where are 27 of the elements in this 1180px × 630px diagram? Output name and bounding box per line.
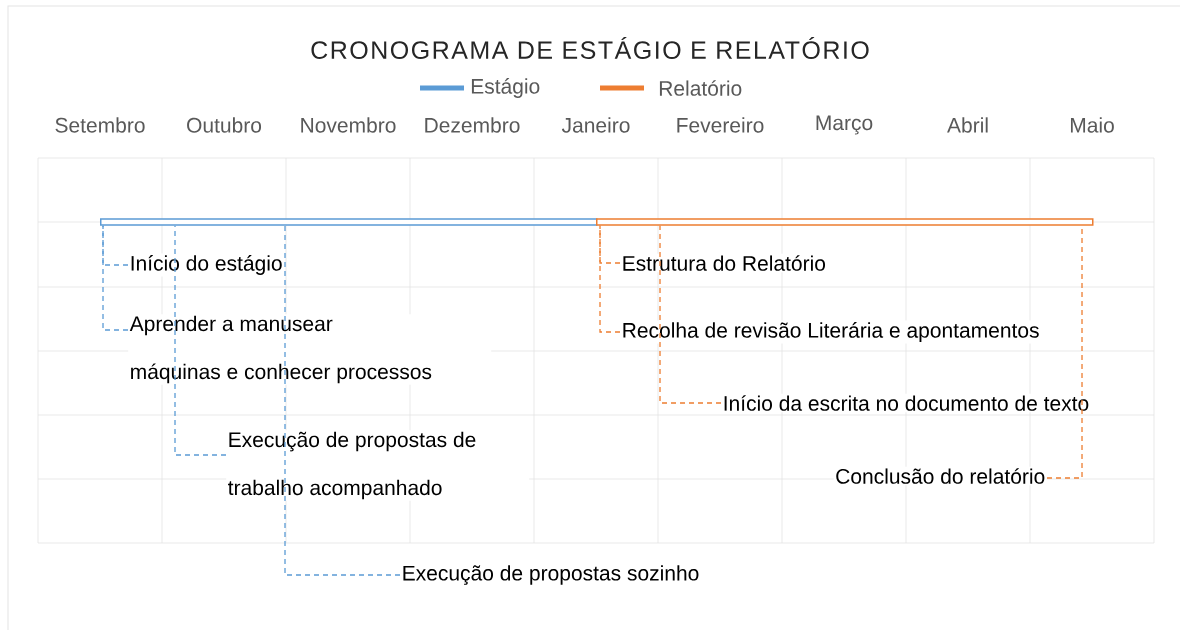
callout-text: Aprender a manusear máquinas e conhecer processos <box>128 314 492 385</box>
axis-label: Janeiro <box>561 117 630 133</box>
callout-text: Conclusão do relatório <box>833 466 1047 486</box>
axis-label: Março <box>816 115 873 135</box>
axis-label: Novembro <box>301 117 396 133</box>
axis-label: Outubro <box>187 117 262 133</box>
axis-label: Fevereiro <box>677 117 764 133</box>
callout-text: Execução de propostas sozinho <box>400 563 701 587</box>
callout-text: Início do estágio <box>128 253 285 277</box>
leader-line <box>102 225 129 331</box>
callout-text: Estrutura do Relatório <box>620 253 828 273</box>
axis-label: Abril <box>947 117 988 133</box>
timeline-bar <box>596 218 1094 226</box>
axis-label: Dezembro <box>425 117 520 133</box>
timeline-bar <box>100 218 598 226</box>
chart-title: CRONOGRAMA DE ESTÁGIO E RELATÓRIO <box>311 37 869 59</box>
axis-label: Setembro <box>55 117 145 133</box>
legend-label: Estágio <box>471 78 540 98</box>
axis-label: Maio <box>1071 117 1114 133</box>
callout-text: Início da escrita no documento de texto <box>721 393 1091 413</box>
callout-text: Recolha de revisão Literária e apontamentos <box>620 320 1042 344</box>
callout-text: Execução de propostas de trabalho acompanhado <box>226 430 530 501</box>
legend-label: Relatório <box>659 80 742 96</box>
leader-line <box>284 225 401 576</box>
leader-line <box>174 225 227 456</box>
leader-line <box>599 225 621 264</box>
leader-line <box>659 225 722 404</box>
